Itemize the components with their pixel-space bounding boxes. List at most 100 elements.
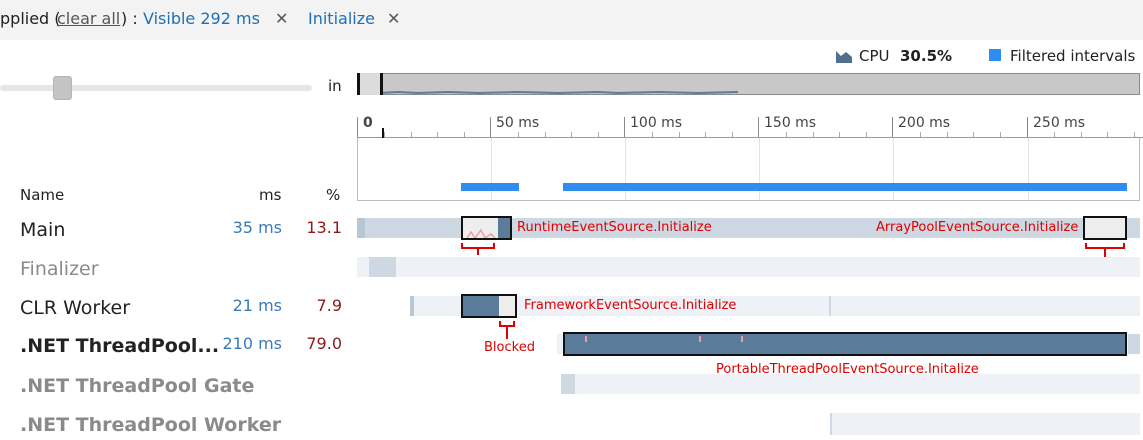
- sample-marker: [699, 336, 701, 342]
- thread-pct-main: 13.1: [306, 218, 342, 237]
- filter-bar: pplied ( clear all ) : Visible 292 ms ✕ …: [0, 0, 1143, 40]
- filtered-intervals-panel: [357, 138, 1140, 201]
- axis-minor-tick: [1000, 132, 1001, 137]
- axis-major-tick: [1027, 117, 1028, 137]
- axis-major-tick: [357, 117, 358, 137]
- grid-line: [491, 138, 492, 200]
- axis-tick-label: 100 ms: [630, 115, 683, 131]
- thread-ms-main: 35 ms: [232, 218, 282, 237]
- axis-tick-label: 250 ms: [1033, 115, 1086, 131]
- filter-chip-visible[interactable]: Visible 292 ms: [143, 9, 260, 28]
- thread-name-threadpool-worker[interactable]: .NET ThreadPool Worker: [20, 414, 282, 436]
- thread-name-finalizer[interactable]: Finalizer: [20, 258, 99, 280]
- cursor-marker: [382, 128, 384, 138]
- filtered-interval-bar[interactable]: [563, 183, 1127, 191]
- blocked-segment: [499, 296, 515, 316]
- axis-minor-tick: [545, 132, 546, 137]
- axis-minor-tick: [813, 132, 814, 137]
- framework-event-source-annotation: FrameworkEventSource.Initialize: [524, 298, 737, 313]
- thread-ms-clr-worker: 21 ms: [232, 296, 282, 315]
- thread-lane-finalizer[interactable]: [357, 257, 1140, 277]
- axis-major-tick: [490, 117, 491, 137]
- column-header-ms[interactable]: ms: [259, 186, 282, 204]
- runtime-event-source-initialize-box[interactable]: [461, 216, 512, 240]
- axis-minor-tick: [464, 132, 465, 137]
- cpu-activity-segment: [829, 296, 831, 316]
- cpu-legend-label: CPU: [859, 47, 890, 65]
- axis-minor-tick: [652, 132, 653, 137]
- sample-marker: [585, 336, 587, 342]
- axis-minor-tick: [411, 132, 412, 137]
- thread-name-threadpool-gate[interactable]: .NET ThreadPool Gate: [20, 375, 255, 397]
- blocked-bracket-stem: [477, 249, 479, 255]
- filter-chip-initialize[interactable]: Initialize: [308, 9, 375, 28]
- clear-all-link[interactable]: clear all: [57, 9, 121, 28]
- portable-threadpool-event-source-initialize-box[interactable]: [563, 332, 1127, 356]
- overview-selection-window[interactable]: [357, 73, 383, 95]
- zoom-slider-track[interactable]: [0, 85, 312, 91]
- thread-name-main[interactable]: Main: [20, 219, 66, 241]
- axis-tick-label: 200 ms: [898, 115, 951, 131]
- axis-tick-label: 50 ms: [496, 115, 540, 131]
- grid-line: [893, 138, 894, 200]
- axis-minor-tick: [920, 132, 921, 137]
- axis-minor-tick: [1081, 132, 1082, 137]
- axis-major-tick: [624, 117, 625, 137]
- blocked-annotation-clr-worker: Blocked: [484, 340, 535, 355]
- framework-event-source-initialize-box[interactable]: [461, 294, 517, 318]
- cpu-legend-icon: [836, 48, 852, 63]
- cpu-activity-segment: [369, 257, 396, 277]
- column-header-name[interactable]: Name: [20, 186, 65, 204]
- column-header-pct[interactable]: %: [326, 186, 341, 204]
- axis-minor-tick: [1107, 132, 1108, 137]
- axis-tick-label: 0: [363, 115, 373, 131]
- blocked-bracket: [499, 321, 515, 327]
- axis-minor-tick: [571, 132, 572, 137]
- thread-ms-threadpool: 210 ms: [222, 334, 282, 353]
- thread-lane-threadpool-worker[interactable]: [830, 413, 1140, 435]
- zoom-in-label[interactable]: in: [328, 77, 342, 95]
- busy-segment: [498, 218, 510, 238]
- axis-minor-tick: [679, 132, 680, 137]
- remove-chip-initialize-icon[interactable]: ✕: [387, 9, 401, 28]
- axis-minor-tick: [973, 132, 974, 137]
- grid-line: [625, 138, 626, 200]
- thread-lane-main[interactable]: [357, 218, 1140, 238]
- cpu-activity-segment: [410, 296, 414, 316]
- zoom-slider-thumb[interactable]: [53, 76, 72, 100]
- axis-minor-tick: [437, 132, 438, 137]
- filtered-interval-bar[interactable]: [461, 183, 519, 191]
- thread-lane-clr-worker[interactable]: [410, 296, 1140, 316]
- thread-name-threadpool[interactable]: .NET ThreadPool...: [20, 335, 220, 357]
- grid-line: [1028, 138, 1029, 200]
- sample-marker: [741, 336, 743, 342]
- blocked-bracket: [461, 243, 495, 249]
- cpu-activity-segment: [561, 374, 575, 394]
- remove-chip-visible-icon[interactable]: ✕: [275, 9, 289, 28]
- thread-pct-threadpool: 79.0: [306, 334, 342, 353]
- cpu-activity-segment: [830, 413, 832, 435]
- axis-minor-tick: [947, 132, 948, 137]
- axis-minor-tick: [598, 132, 599, 137]
- blocked-bracket: [1085, 243, 1125, 249]
- thread-name-clr-worker[interactable]: CLR Worker: [20, 297, 131, 319]
- filtered-intervals-legend-label: Filtered intervals: [1010, 47, 1136, 65]
- cpu-activity-segment: [357, 218, 365, 238]
- thread-pct-clr-worker: 7.9: [316, 296, 342, 315]
- cpu-activity-segment: [1128, 334, 1140, 354]
- arraypool-event-source-initialize-box[interactable]: [1083, 216, 1127, 240]
- axis-minor-tick: [705, 132, 706, 137]
- axis-minor-tick: [866, 132, 867, 137]
- overview-track[interactable]: [357, 73, 1140, 95]
- filter-prefix: pplied (: [0, 9, 61, 28]
- runtime-event-source-annotation: RuntimeEventSource.Initialize: [517, 220, 712, 235]
- blocked-bracket-stem: [506, 327, 508, 339]
- thread-lane-threadpool-gate[interactable]: [561, 374, 1140, 394]
- arraypool-event-source-annotation: ArrayPoolEventSource.Initialize: [876, 220, 1079, 235]
- axis-minor-tick: [839, 132, 840, 137]
- time-axis-line: [357, 137, 1143, 138]
- cpu-legend-value: 30.5%: [900, 47, 953, 65]
- filter-suffix: ) :: [121, 9, 138, 28]
- grid-line: [759, 138, 760, 200]
- axis-minor-tick: [1054, 132, 1055, 137]
